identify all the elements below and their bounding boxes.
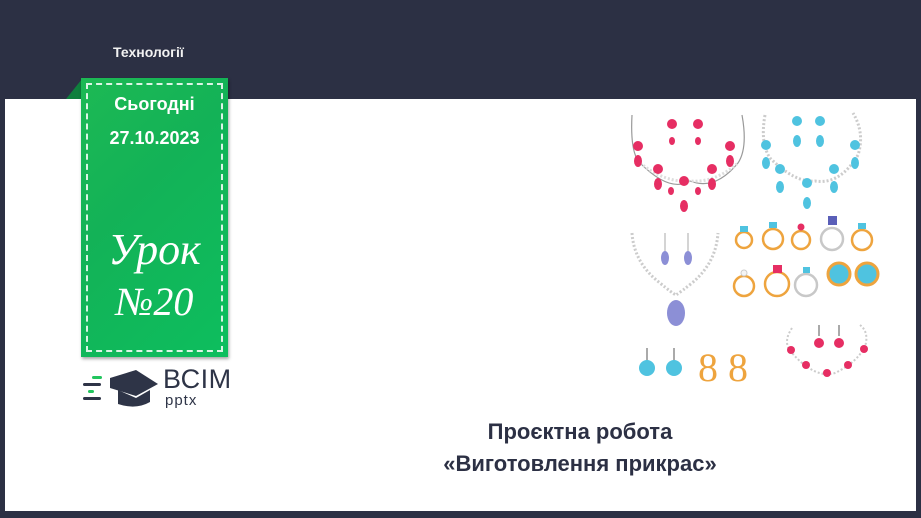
banner-fold	[66, 79, 82, 99]
logo-name: ВСІМ	[163, 364, 232, 394]
vsim-logo: ВСІМ pptx	[80, 364, 240, 410]
title-line-1: Проєктна робота	[487, 419, 673, 444]
jewelry-illustration: 8 8	[630, 112, 880, 388]
today-label: Сьогодні	[114, 94, 195, 114]
slide-title: Проєктна робота «Виготовлення прикрас»	[380, 416, 780, 480]
graduation-cap-icon	[83, 370, 158, 407]
svg-text:8: 8	[698, 345, 718, 388]
title-line-2: «Виготовлення прикрас»	[443, 451, 717, 476]
subject-label: Технології	[113, 44, 184, 60]
date-label: 27.10.2023	[109, 128, 200, 148]
lesson-label: Урок	[108, 225, 201, 274]
pearl-necklace-icon	[630, 232, 720, 326]
rings-icon	[732, 226, 874, 298]
ring-gems-icon	[740, 216, 880, 287]
small-pink-necklace-icon	[786, 324, 868, 377]
banner-stitch-border	[86, 83, 223, 352]
pink-necklace-icon	[631, 114, 745, 212]
earrings-icon: 8 8	[639, 345, 748, 388]
blue-necklace-icon	[761, 112, 863, 209]
lesson-number: №20	[115, 279, 194, 324]
date-lesson-banner: Сьогодні 27.10.2023 Урок №20	[81, 78, 228, 357]
svg-text:8: 8	[728, 345, 748, 388]
logo-sub: pptx	[165, 392, 198, 409]
